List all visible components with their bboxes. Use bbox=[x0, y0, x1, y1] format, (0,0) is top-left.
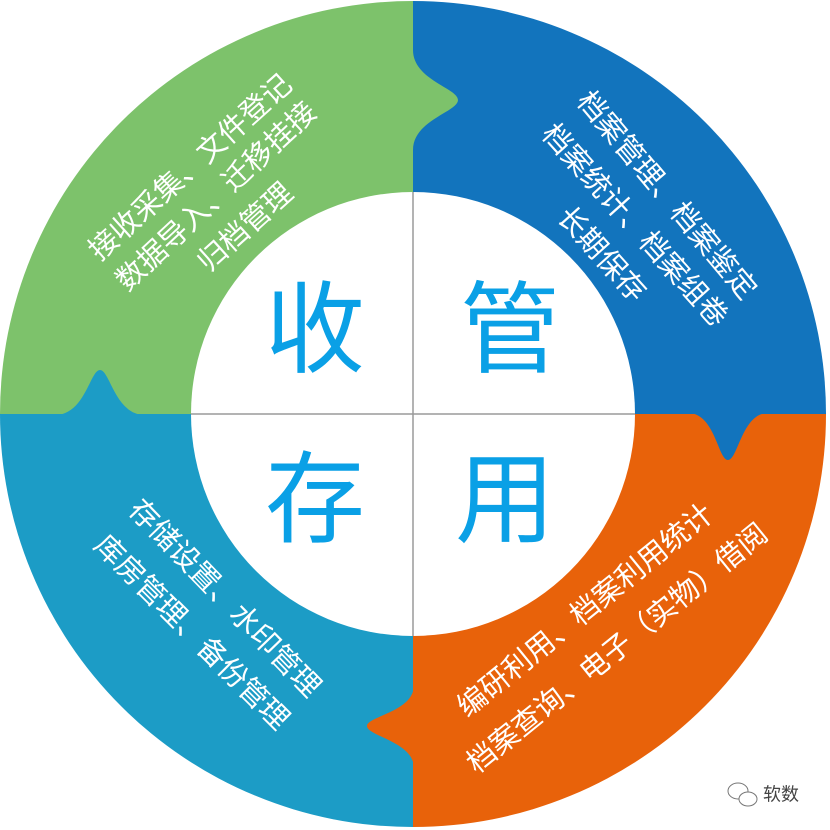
title-use: 用 bbox=[455, 442, 555, 559]
title-store: 存 bbox=[265, 442, 365, 559]
wechat-icon bbox=[727, 782, 758, 807]
title-collect: 收 bbox=[265, 272, 365, 389]
puzzle-tab-manage bbox=[688, 413, 768, 460]
watermark-text: 软数 bbox=[763, 785, 799, 806]
title-manage: 管 bbox=[460, 272, 560, 389]
puzzle-tab-collect bbox=[413, 50, 458, 150]
puzzle-tab-store bbox=[55, 370, 145, 415]
puzzle-tab-use bbox=[367, 685, 414, 768]
